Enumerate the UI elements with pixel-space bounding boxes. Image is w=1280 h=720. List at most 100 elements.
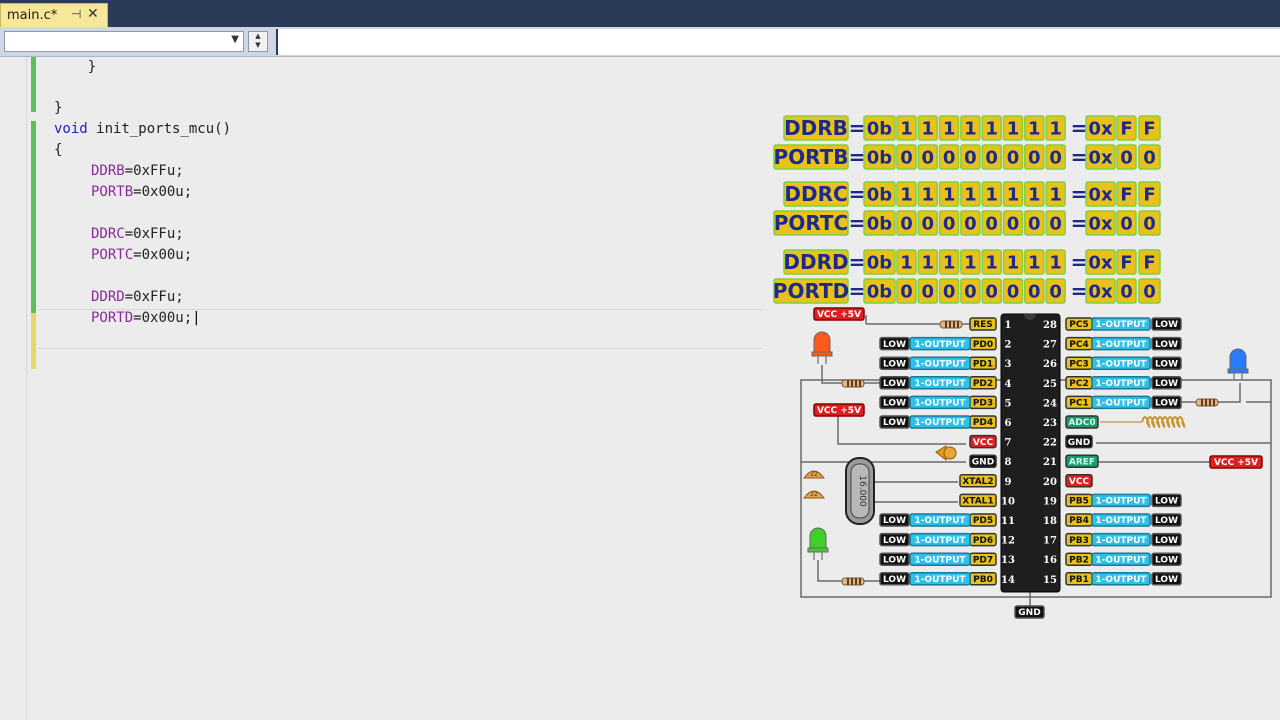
pin-state-badge-box [1151,552,1182,566]
register-row-portb-bit-box [1045,144,1066,170]
register-row-portd-equals: = [849,279,866,303]
pin-mode-badge: 1-OUTPUT [909,356,971,370]
capacitor-icon-value: 22 [810,491,818,498]
register-row-portd-bit: 0 [1045,278,1066,304]
pin-state-badge: LOW [879,513,910,527]
pin-state-badge: LOW [879,572,910,586]
register-row-portd-bit: 0 [1002,278,1024,304]
register-row-ddrc-bit-text: 1 [943,184,956,205]
capacitor-icon-value: 22 [810,471,818,478]
register-row-ddrb-bit-text: 1 [943,118,956,139]
register-row-portb-bit-box [1024,144,1045,170]
register-token: DDRC [91,226,125,242]
pin-state-badge-text: LOW [1155,536,1178,546]
pin-number: 16 [1043,555,1057,566]
pin-state-badge-box [1151,336,1182,351]
register-row-ddrd-bit: 1 [960,249,981,275]
pin-number: 12 [1001,536,1015,547]
register-row-portc-bit-text: 0 [1007,213,1020,234]
register-row-ddrb-bit-text: 1 [1028,118,1041,139]
pin-icon[interactable]: ⊣ [71,7,82,21]
close-icon[interactable]: ✕ [87,6,99,22]
pin-label-pd2: PD2 [969,376,997,390]
register-row-portd-bit-text: 0 [1049,281,1062,302]
register-row-ddrc-bit-box [981,181,1002,207]
scope-dropdown[interactable]: ▼ [4,31,244,52]
register-row-portb-bit-text: 0 [943,147,956,168]
register-row-portc-bit: 0 [960,210,981,236]
register-row-ddrc-hex-digit-box [1116,181,1137,207]
pin-number: 24 [1043,398,1057,409]
pin-mode-badge-box [909,336,971,351]
register-row-portd-bit-text: 0 [1007,281,1020,302]
spin-down-icon[interactable]: ▼ [255,41,261,49]
pin-state-badge-text: LOW [1155,340,1178,350]
pin-label-pc2: PC2 [1065,376,1093,390]
register-row-portc-bit: 0 [917,210,939,236]
split-spinner[interactable]: ▲ ▼ [248,31,268,52]
register-row-ddrb-bit-text: 1 [1049,118,1062,139]
capacitor-icon: 22 [803,470,825,479]
resistor-icon-band [949,321,951,328]
pin-number: 2 [1005,340,1012,351]
vcc-5v-label: VCC +5V [813,307,865,321]
pin-label-aref-text: AREF [1069,457,1095,467]
register-row-ddrd-bit-text: 1 [1007,252,1020,273]
code-line: } [54,59,97,75]
register-row-portd-hex-digit-text: 0 [1120,281,1133,302]
spin-up-icon[interactable]: ▲ [255,32,261,40]
register-row-portc-bit-text: 0 [985,213,998,234]
pin-state-badge-text: LOW [883,340,906,350]
pin-state-badge: LOW [1151,552,1182,566]
pin-label-pc5-text: PC5 [1069,320,1088,330]
pin-state-badge-text: LOW [1155,516,1178,526]
member-dropdown[interactable] [276,29,1280,55]
pin-mode-badge-text: 1-OUTPUT [1095,340,1147,350]
change-marker [31,313,36,369]
register-row-portb-name-text: PORTB [773,145,848,169]
vcc-5v-label-text: VCC +5V [1214,458,1258,468]
pin-number: 26 [1043,359,1057,370]
register-row-portb-bit: 0 [1024,144,1045,170]
register-row-ddrb-bit-box [1045,115,1066,141]
register-row-ddrc-bit-box [917,181,939,207]
pin-label-gnd-text: GND [1068,438,1090,448]
resistor-icon-band [847,380,849,387]
pin-mode-badge-text: 1-OUTPUT [1095,497,1147,507]
gnd-label-box [1014,605,1045,619]
pin-label-pb5-text: PB5 [1069,497,1089,507]
register-row-ddrd-hex-digit-box [1138,249,1161,275]
register-row-portc-prefix: 0b [863,210,896,236]
vcc-5v-label: VCC +5V [1209,455,1263,469]
register-row-portb-hex-digit: 0 [1116,144,1137,170]
register-row-portd-name-box [773,278,849,304]
register-row-portd-bit-box [1045,278,1066,304]
resistor-icon-band [855,380,857,387]
pin-label-gnd: GND [969,454,997,468]
register-row-portc-bit-box [981,210,1002,236]
pin-label-pb5: PB5 [1065,493,1093,508]
resistor-icon-band [1209,399,1211,406]
register-row-ddrc-bit-box [938,181,960,207]
register-row-ddrc-prefix-text: 0b [867,184,893,205]
register-row-portd-bit-text: 0 [985,281,998,302]
register-row-portc-bit: 0 [1002,210,1024,236]
pin-state-badge: LOW [879,415,910,429]
register-row-ddrb-hex-digit-box [1138,115,1161,141]
register-row-portb-bit-text: 0 [964,147,977,168]
register-row-ddrb-bit: 1 [1045,115,1066,141]
pin-mode-badge: 1-OUTPUT [909,513,971,527]
pin-state-badge-box [1151,376,1182,390]
register-row-ddrb-bit: 1 [1024,115,1045,141]
pin-state-badge-text: LOW [883,379,906,389]
pin-number: 28 [1043,320,1057,331]
vcc-5v-label: VCC +5V [813,403,865,417]
buzzer-icon [935,445,957,462]
code-line: void init_ports_mcu() [54,121,231,137]
tab-main-c[interactable]: main.c* ⊣ ✕ [0,3,108,27]
register-row-portc-bit-text: 0 [1049,213,1062,234]
pin-mode-badge: 1-OUTPUT [1091,376,1151,390]
register-row-ddrb-bit-text: 1 [964,118,977,139]
register-row-portc-hex-prefix: 0x [1085,210,1116,236]
pin-label-pc3: PC3 [1065,356,1093,370]
